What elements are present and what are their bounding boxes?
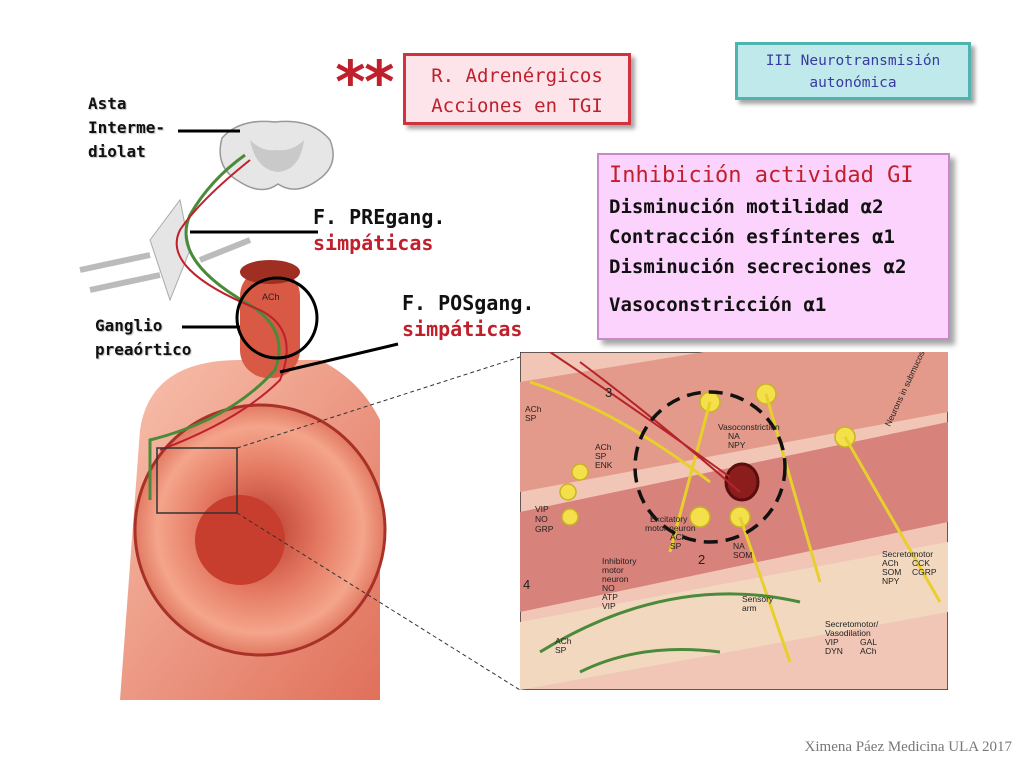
neuron-4 [571,463,589,481]
asta-label: Asta Interme- diolat [88,94,166,161]
stars-mark: ** [333,48,397,116]
svg-text:GAL: GAL [860,637,877,647]
effect-sphincters: Contracción esfínteres α1 [609,226,895,248]
svg-text:Inhibitory: Inhibitory [602,556,637,566]
effect-motility: Disminución motilidad α2 [609,196,884,218]
svg-text:ACh: ACh [670,532,687,542]
svg-text:Vasoconstriction: Vasoconstriction [718,422,780,432]
yellow-fibers [529,380,942,663]
svg-text:DYN: DYN [825,646,843,656]
svg-text:VIP: VIP [535,504,549,514]
spinal-cord [219,120,334,191]
svg-text:SP: SP [670,541,682,551]
svg-text:SP: SP [555,645,567,655]
svg-text:NO: NO [535,514,548,524]
gut-lumen [195,495,285,585]
svg-text:NPY: NPY [728,440,746,450]
svg-text:ATP: ATP [602,592,618,602]
postganglionic-fiber [159,159,288,451]
svg-text:VIP: VIP [602,601,616,611]
svg-text:ACh: ACh [525,404,542,414]
credit-text: Ximena Páez Medicina ULA 2017 [804,739,1012,755]
neuron-7 [689,506,711,528]
svg-text:SP: SP [525,413,537,423]
neuron-6 [561,508,579,526]
svg-text:ACh: ACh [595,442,612,452]
number-4: 4 [523,577,530,592]
anatomy-illustration: ACh [79,120,520,700]
svg-text:GRP: GRP [535,524,554,534]
svg-text:CGRP: CGRP [912,567,937,577]
svg-text:ACh: ACh [882,558,899,568]
svg-text:ACh: ACh [555,636,572,646]
highlight-circle [633,390,787,544]
effect-secretions: Disminución secreciones α2 [609,256,907,278]
receptor-box-line1: R. Adrenérgicos [431,65,603,87]
svg-text:Secretomotor: Secretomotor [882,549,933,559]
receptor-box-line2: Acciones en TGI [431,95,603,117]
svg-text:motor neuron: motor neuron [645,523,696,533]
ganglion-circle [235,276,319,360]
svg-text:NO: NO [602,583,615,593]
svg-text:ACh: ACh [860,646,877,656]
svg-text:NA: NA [733,541,745,551]
svg-text:NPY: NPY [882,576,900,586]
blood-vessel [724,462,760,502]
posgang-pointer [279,342,399,374]
ach-label: ACh [262,292,280,302]
zoom-line-top [236,356,520,449]
svg-text:neuron: neuron [602,574,629,584]
svg-text:SP: SP [595,451,607,461]
section-tag-line1: III Neurotransmisión [765,53,941,69]
svg-text:VIP: VIP [825,637,839,647]
svg-text:SOM: SOM [733,550,752,560]
effects-title: Inhibición actividad GI [609,163,914,188]
svg-text:NA: NA [728,431,740,441]
svg-text:SOM: SOM [882,567,901,577]
posgang-label: F. POSgang. simpáticas [402,291,535,341]
svg-text:Secretomotor/: Secretomotor/ [825,619,879,629]
ganglio-label: Ganglio preaórtico [95,316,192,359]
number-2: 2 [698,552,705,567]
svg-text:motor: motor [602,565,624,575]
receptor-box: R. Adrenérgicos Acciones en TGI [403,53,631,125]
svg-text:Vasodilation: Vasodilation [825,628,871,638]
effects-box: Inhibición actividad GI Disminución moti… [597,153,950,340]
effect-vasoconstriction: Vasoconstricción α1 [609,294,827,316]
zoom-square [156,447,238,514]
svg-text:Excitatory: Excitatory [650,514,688,524]
number-3: 3 [605,385,612,400]
svg-text:ENK: ENK [595,460,613,470]
section-tag: III Neurotransmisión autonómica [735,42,971,100]
svg-text:Sensory: Sensory [742,594,774,604]
svg-text:CCK: CCK [912,558,930,568]
green-fibers [539,592,801,674]
section-tag-line2: autonómica [809,75,897,91]
red-fibers [549,352,741,493]
nerve-roots [79,237,252,293]
chain-ganglion [149,198,191,302]
pregang-label: F. PREgang. simpáticas [313,205,446,255]
svg-text:arm: arm [742,603,757,613]
enteric-detail-illustration: ACh SP ACh SP ENK VIP NO GRP Excitatory … [520,352,948,690]
neuron-5 [559,483,577,501]
